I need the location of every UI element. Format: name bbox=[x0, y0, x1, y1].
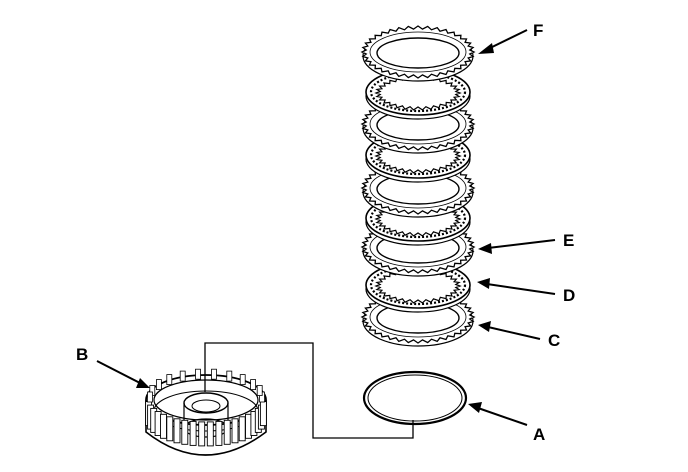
callout-d: D bbox=[563, 286, 575, 305]
leader-e bbox=[478, 239, 556, 254]
leader-b bbox=[96, 360, 150, 388]
callout-f: F bbox=[533, 21, 543, 40]
leader-a bbox=[468, 402, 528, 426]
callout-b: B bbox=[76, 345, 88, 364]
callout-c: C bbox=[548, 331, 560, 350]
assembly-guide-line bbox=[204, 342, 414, 439]
clutch-plate-stack bbox=[360, 25, 476, 347]
leader-c bbox=[478, 321, 541, 340]
clutch-drum bbox=[145, 368, 267, 456]
leader-d bbox=[477, 278, 556, 295]
end-plate bbox=[360, 25, 476, 82]
o-ring bbox=[362, 370, 468, 426]
leader-f bbox=[478, 29, 528, 54]
callout-e: E bbox=[563, 231, 574, 250]
callout-a: A bbox=[533, 425, 545, 444]
